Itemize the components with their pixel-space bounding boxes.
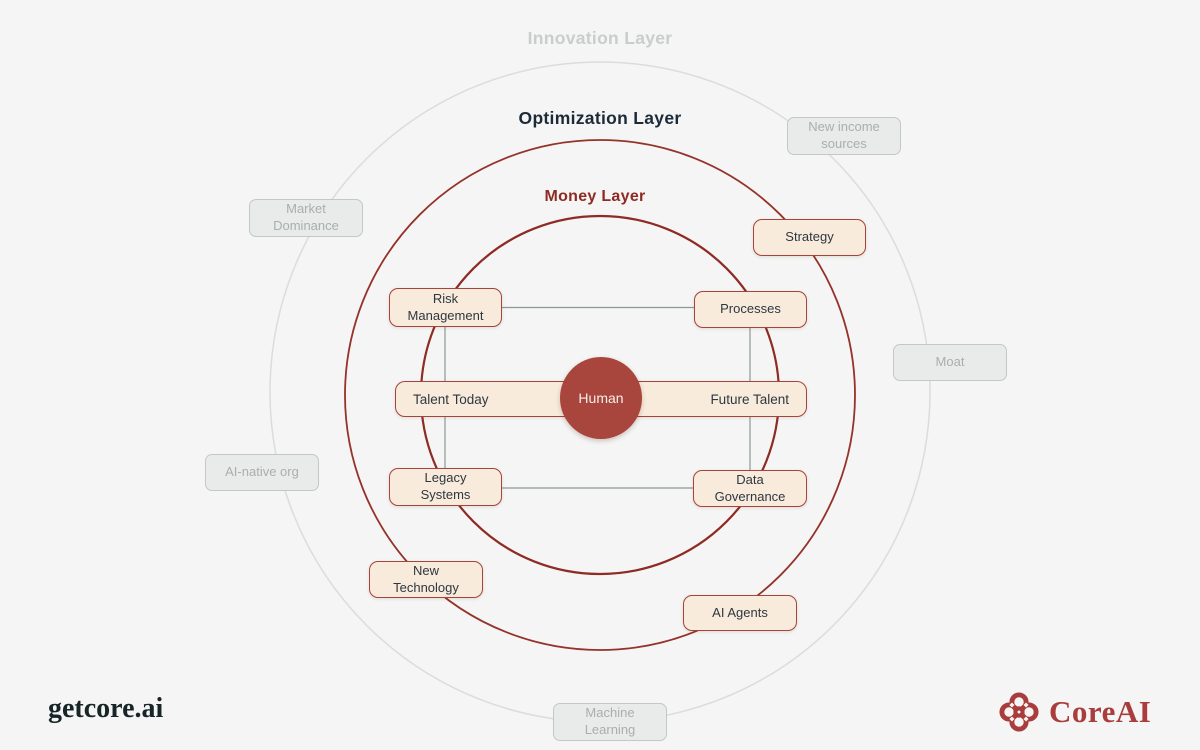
node-new-technology: New Technology xyxy=(369,561,483,598)
node-market-dominance: Market Dominance xyxy=(249,199,363,237)
node-talent-today: Talent Today xyxy=(413,391,489,407)
node-risk-management: Risk Management xyxy=(389,288,502,327)
node-legacy-systems: Legacy Systems xyxy=(389,468,502,506)
node-new-income-sources: New income sources xyxy=(787,117,901,155)
node-future-talent: Future Talent xyxy=(710,391,789,407)
human-label: Human xyxy=(578,390,624,406)
node-processes: Processes xyxy=(694,291,807,328)
optimization-layer-title: Optimization Layer xyxy=(518,108,682,128)
optimization-circle xyxy=(344,139,856,651)
node-data-governance: Data Governance xyxy=(693,470,807,507)
coreai-brand-text: CoreAI xyxy=(1049,694,1152,729)
node-machine-learning: Machine Learning xyxy=(553,703,667,741)
coreai-brand: CoreAI xyxy=(998,691,1151,733)
node-strategy: Strategy xyxy=(753,219,866,256)
coreai-logo-icon xyxy=(999,692,1039,732)
node-human: Human xyxy=(560,357,642,439)
getcore-wordmark: getcore.ai xyxy=(48,693,164,724)
node-ai-native-org: AI-native org xyxy=(205,454,319,491)
node-ai-agents: AI Agents xyxy=(683,595,797,631)
innovation-layer-title: Innovation Layer xyxy=(527,28,673,48)
money-layer-title: Money Layer xyxy=(544,188,646,205)
node-moat: Moat xyxy=(893,344,1007,381)
